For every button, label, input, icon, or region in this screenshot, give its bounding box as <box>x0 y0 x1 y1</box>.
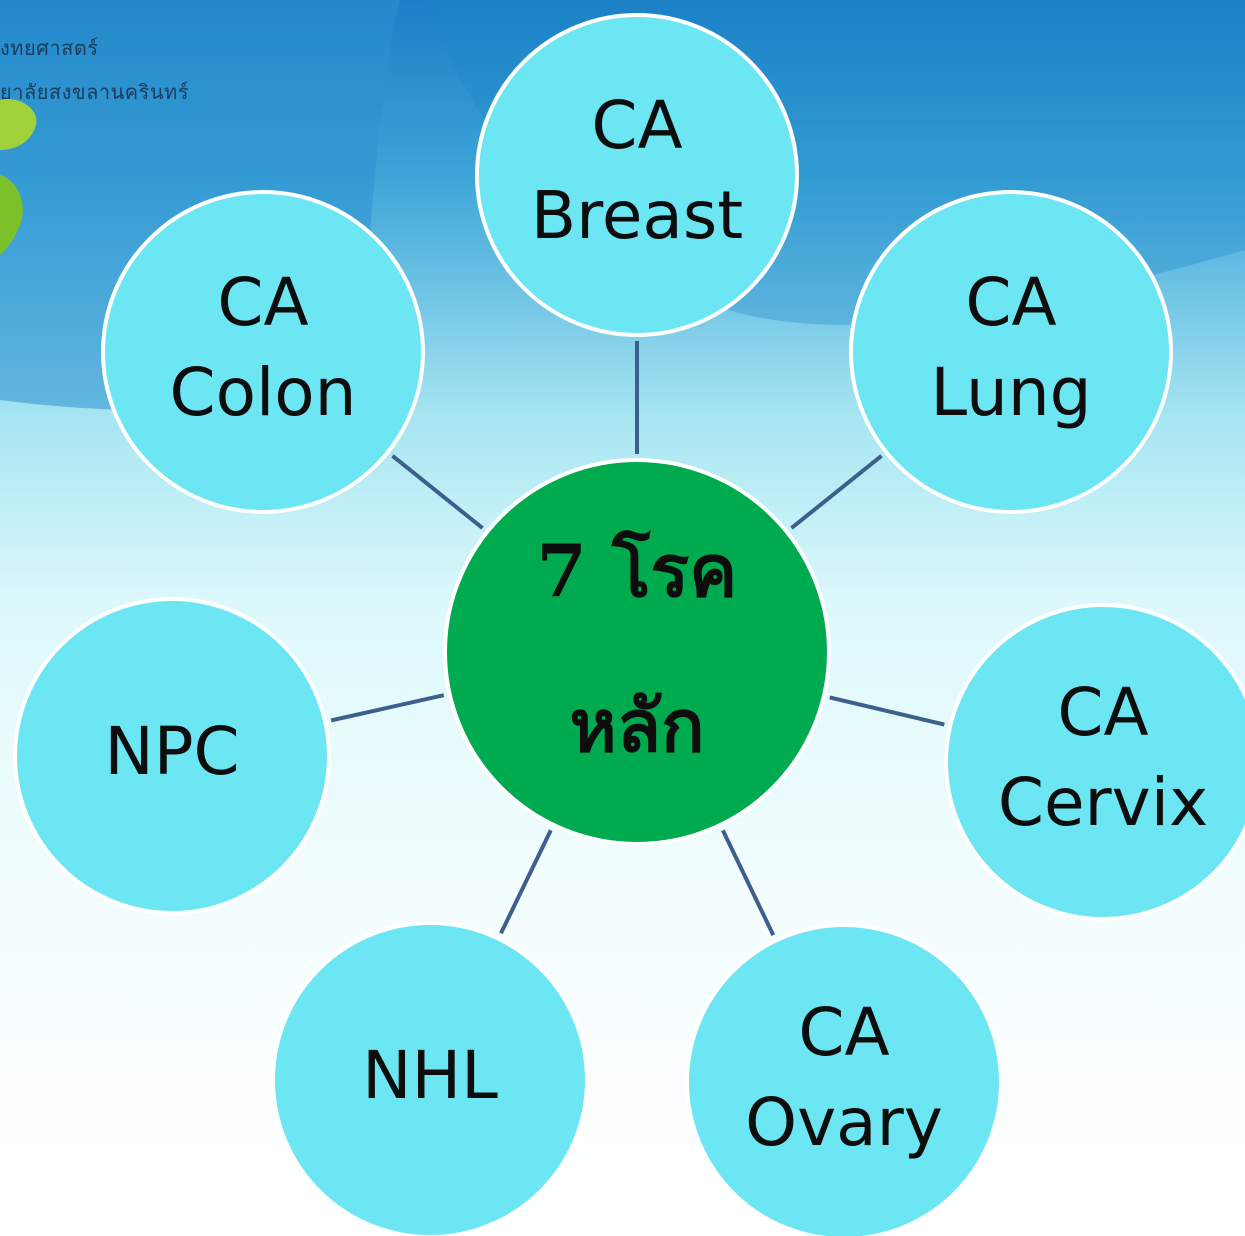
node-label: Ovary <box>745 1084 943 1161</box>
node-circle <box>849 190 1173 514</box>
node-npc: NPC <box>13 597 331 915</box>
connector-ca-colon <box>391 454 484 530</box>
node-label: CA <box>591 87 682 164</box>
header-line-2: ยาลัยสงขลานครินทร์ <box>0 80 189 104</box>
connector-ca-cervix <box>829 695 945 727</box>
node-label: CA <box>1057 674 1148 751</box>
node-label: CA <box>965 264 1056 341</box>
node-label: NHL <box>362 1037 498 1114</box>
connector-ca-ovary <box>721 829 776 936</box>
node-label: Breast <box>531 177 743 254</box>
connector-npc <box>330 693 445 723</box>
connector-nhl <box>499 829 553 935</box>
node-circle <box>101 190 425 514</box>
node-circle <box>475 13 799 337</box>
node-circle <box>13 597 331 915</box>
node-label: Colon <box>169 354 356 431</box>
node-ca-colon: CA Colon <box>101 190 425 514</box>
node-circle <box>944 603 1245 921</box>
node-ca-cervix: CA Cervix <box>944 603 1245 921</box>
node-ca-lung: CA Lung <box>849 190 1173 514</box>
leaf-icon <box>0 99 37 150</box>
node-label: CA <box>798 994 889 1071</box>
node-circle <box>685 923 1003 1236</box>
center-label: หลัก <box>569 683 704 768</box>
node-ca-ovary: CA Ovary <box>685 923 1003 1236</box>
center-circle <box>443 458 831 846</box>
node-circle <box>271 921 589 1236</box>
connector-ca-lung <box>790 454 883 530</box>
header-line-1: งทยศาสตร์ <box>0 36 99 60</box>
node-label: Cervix <box>998 764 1208 841</box>
leaf-icon <box>0 175 23 255</box>
node-ca-breast: CA Breast <box>475 13 799 337</box>
node-label: Lung <box>930 354 1091 431</box>
center-label: 7 โรค <box>537 528 738 613</box>
node-nhl: NHL <box>271 921 589 1236</box>
node-label: NPC <box>104 713 239 790</box>
node-label: CA <box>217 264 308 341</box>
